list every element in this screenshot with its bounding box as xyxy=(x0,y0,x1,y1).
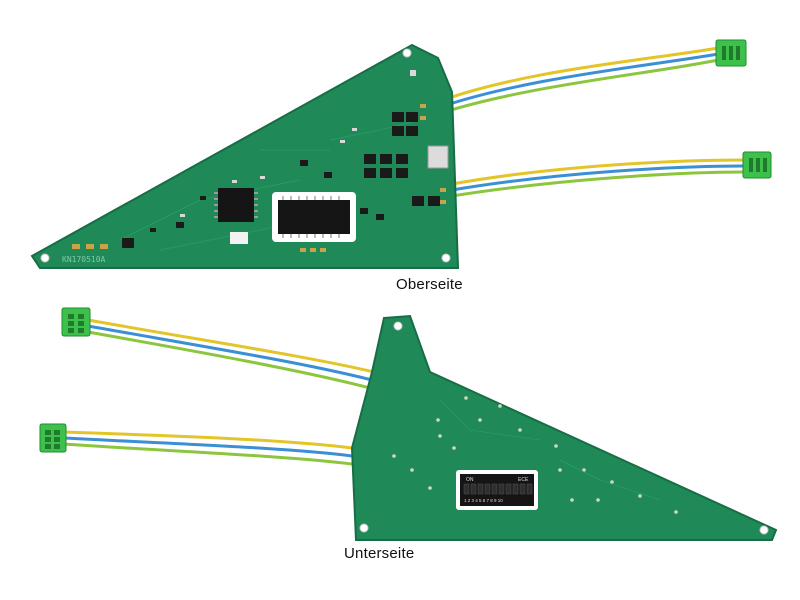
connector-top-lower xyxy=(742,151,772,179)
wire-bundle-upper-left xyxy=(87,318,375,390)
wire-bundle-upper-right xyxy=(431,46,719,118)
dip-switch-numbers: 1 2 3 4 5 6 7 8 9 10 xyxy=(464,498,503,503)
dip-switch-brand-label: ECE xyxy=(518,477,529,483)
dip-switch-on-label: ON xyxy=(466,477,474,483)
connector-top-upper xyxy=(715,39,747,67)
wire-bundle-lower-right xyxy=(451,158,745,198)
pcb-top-silkscreen-id: KN170510A xyxy=(62,255,106,264)
pcb-top-side: KN170510A xyxy=(30,39,772,269)
caption-top-side: Oberseite xyxy=(396,276,463,293)
wire-bundle-lower-left xyxy=(63,430,353,466)
pcb-bottom-board xyxy=(350,314,778,541)
caption-bottom-side: Unterseite xyxy=(344,545,415,562)
pcb-bottom-side: ON ECE 1 2 3 4 5 6 7 8 9 10 xyxy=(39,307,778,541)
driver-ic-chip xyxy=(278,200,350,234)
microcontroller-chip xyxy=(218,188,254,222)
connector-bottom-lower xyxy=(39,423,67,453)
connector-bottom-upper xyxy=(61,307,91,337)
